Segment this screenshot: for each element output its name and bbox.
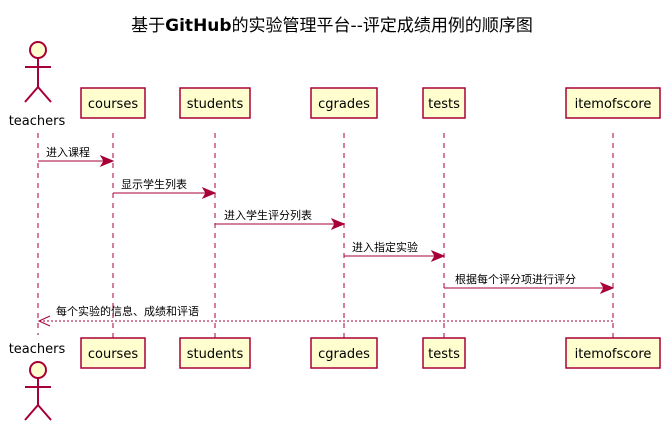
participant-box bbox=[310, 337, 378, 369]
participant-label: tests bbox=[428, 347, 460, 362]
actor-right-leg bbox=[37, 404, 52, 421]
actor-left-leg bbox=[24, 86, 39, 103]
diagram-title: 基于GitHub的实验管理平台--评定成绩用例的顺序图 bbox=[131, 16, 533, 36]
participant-box bbox=[565, 87, 661, 119]
participant-cgrades-bottom: cgrades bbox=[310, 337, 378, 369]
participant-cgrades-top: cgrades bbox=[310, 87, 378, 119]
participant-courses-top: courses bbox=[80, 87, 146, 119]
participant-students-top: students bbox=[179, 87, 251, 119]
arrowhead-icon bbox=[430, 249, 446, 263]
message-label: 进入课程 bbox=[46, 146, 90, 159]
participant-label: cgrades bbox=[318, 347, 370, 362]
participant-label: itemofscore bbox=[575, 347, 652, 362]
participant-box bbox=[80, 87, 146, 119]
arrowhead-icon bbox=[99, 154, 115, 168]
message-1: 进入课程 bbox=[38, 146, 115, 168]
message-4: 进入指定实验 bbox=[344, 240, 446, 263]
participant-courses-bottom: courses bbox=[80, 337, 146, 369]
participant-label: tests bbox=[428, 97, 460, 112]
actor-right-leg bbox=[37, 86, 52, 103]
arrowhead-icon bbox=[201, 186, 217, 200]
message-5: 根据每个评分项进行评分 bbox=[444, 272, 615, 295]
participant-tests-bottom: tests bbox=[422, 337, 466, 369]
participant-label: courses bbox=[88, 97, 138, 112]
message-6-return: 每个实验的信息、成绩和评语 bbox=[37, 304, 613, 327]
participant-box bbox=[422, 337, 466, 369]
open-arrowhead-icon bbox=[37, 315, 51, 327]
participant-label: courses bbox=[88, 347, 138, 362]
participant-label: cgrades bbox=[318, 97, 370, 112]
actor-teachers-top: teachers bbox=[9, 41, 66, 129]
arrowhead-icon bbox=[599, 281, 615, 295]
message-label: 根据每个评分项进行评分 bbox=[455, 272, 576, 286]
participant-box bbox=[310, 87, 378, 119]
actor-label-bottom: teachers bbox=[9, 342, 66, 357]
actor-head-icon bbox=[29, 41, 47, 59]
participant-itemofscore-top: itemofscore bbox=[565, 87, 661, 119]
title-part-2: GitHub bbox=[165, 16, 231, 36]
actor-left-leg bbox=[24, 404, 39, 421]
message-label: 进入指定实验 bbox=[352, 240, 418, 254]
arrowhead-icon bbox=[330, 217, 346, 231]
actor-teachers-bottom: teachers bbox=[9, 342, 66, 421]
message-label: 显示学生列表 bbox=[121, 177, 187, 191]
message-3: 进入学生评分列表 bbox=[215, 208, 346, 231]
message-label: 每个实验的信息、成绩和评语 bbox=[56, 304, 199, 318]
message-2: 显示学生列表 bbox=[113, 177, 217, 200]
participant-box bbox=[179, 337, 251, 369]
participant-itemofscore-bottom: itemofscore bbox=[565, 337, 661, 369]
participant-label: students bbox=[187, 97, 244, 112]
participant-label: itemofscore bbox=[575, 97, 652, 112]
participant-label: students bbox=[187, 347, 244, 362]
participant-tests-top: tests bbox=[422, 87, 466, 119]
title-part-1: 基于 bbox=[131, 16, 165, 36]
title-part-3: 的实验管理平台--评定成绩用例的顺序图 bbox=[232, 16, 533, 36]
message-label: 进入学生评分列表 bbox=[224, 208, 312, 222]
participant-box bbox=[565, 337, 661, 369]
actor-label-top: teachers bbox=[9, 114, 66, 129]
participant-box bbox=[422, 87, 466, 119]
actor-head-icon bbox=[29, 361, 47, 379]
participant-students-bottom: students bbox=[179, 337, 251, 369]
participant-box bbox=[80, 337, 146, 369]
participant-box bbox=[179, 87, 251, 119]
